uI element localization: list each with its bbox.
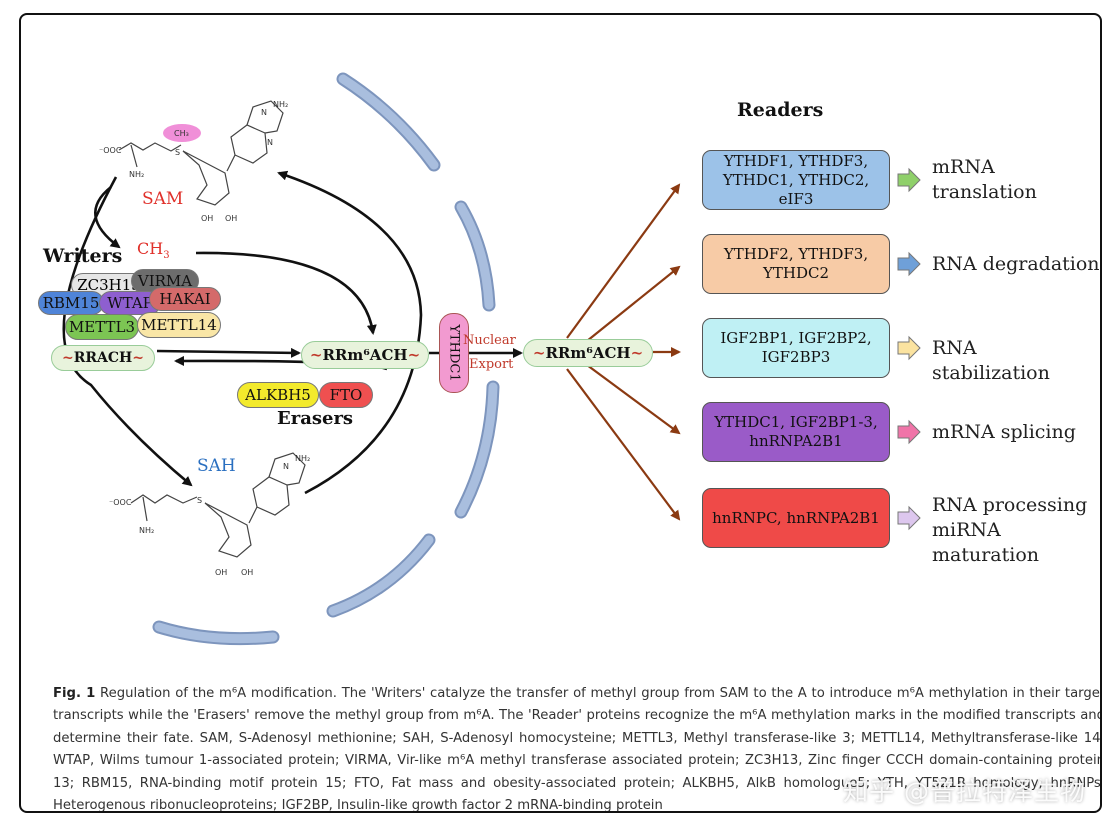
figure-caption: Fig. 1 Regulation of the m⁶A modificatio… <box>53 683 1102 813</box>
ythdc1-vertical-text: YTHDC1 <box>446 324 462 382</box>
svg-text:OH: OH <box>215 568 227 577</box>
svg-text:⁻OOC: ⁻OOC <box>99 146 122 155</box>
reader-arrows <box>566 183 681 521</box>
rrm6ach-left-text: RRm⁶ACH <box>322 346 408 364</box>
rrach-to-rrm6ach-arrow <box>156 347 301 358</box>
reader-protein-line: YTHDC1, IGF2BP1-3, <box>714 413 878 431</box>
outcome-arrows <box>897 167 921 531</box>
reader-box-4: YTHDC1, IGF2BP1-3,hnRNPA2B1 <box>702 402 890 462</box>
watermark: 知乎 @普拉特泽生物 <box>843 777 1086 806</box>
svg-text:OH: OH <box>241 568 253 577</box>
reader-fate-line: translation <box>932 181 1037 203</box>
reader-protein-line: YTHDC2 <box>762 264 830 282</box>
sah-label: SAH <box>197 456 236 476</box>
export-label: Export <box>469 357 514 372</box>
svg-text:NH₂: NH₂ <box>295 454 310 463</box>
svg-text:N: N <box>267 138 273 147</box>
outcome-block-arrow <box>897 419 921 445</box>
reader-proteins: YTHDF1, YTHDF3,YTHDC1, YTHDC2, eIF3 <box>707 152 885 209</box>
outcome-block-arrow <box>897 251 921 277</box>
svg-text:CH₃: CH₃ <box>174 129 189 138</box>
eraser-fto: FTO <box>319 382 373 408</box>
sah-to-sam-arrow <box>277 170 423 495</box>
ch3-subscript: 3 <box>163 250 170 262</box>
reader-protein-line: YTHDC1, YTHDC2, eIF3 <box>722 170 870 208</box>
ch3-label: CH3 <box>137 239 170 261</box>
readers-title: Readers <box>737 99 824 121</box>
svg-text:S: S <box>175 148 180 157</box>
ythdc1-export-pill: YTHDC1 <box>439 313 469 393</box>
reader-box-3: IGF2BP1, IGF2BP2,IGF2BP3 <box>702 318 890 378</box>
reader-box-1: YTHDF1, YTHDF3,YTHDC1, YTHDC2, eIF3 <box>702 150 890 210</box>
rrm6ach-left-label: ~RRm⁶ACH~ <box>301 341 429 369</box>
reader-protein-line: hnRNPA2B1 <box>749 432 843 450</box>
outcome-block-arrow <box>897 335 921 361</box>
reader-fate-line: mRNA <box>932 156 995 178</box>
reader-fate-line: mRNA splicing <box>932 420 1076 443</box>
m6a-diagram: CH₃ ⁻OOC NH₂ S OH OH N NH₂ N ⁻OOC NH₂ S … <box>62 72 921 646</box>
reader-proteins: YTHDF2, YTHDF3,YTHDC2 <box>724 245 868 283</box>
reader-fate-line: RNA stabilization <box>932 336 1050 384</box>
reader-fate-1: mRNA translation <box>932 155 1037 205</box>
reader-fate-line: RNA processing <box>932 494 1088 516</box>
rrach-label: ~RRACH~ <box>51 345 155 371</box>
figure-frame: CH₃ ⁻OOC NH₂ S OH OH N NH₂ N ⁻OOC NH₂ S … <box>19 13 1102 813</box>
reader-proteins: IGF2BP1, IGF2BP2,IGF2BP3 <box>720 329 871 367</box>
svg-text:OH: OH <box>225 214 237 223</box>
svg-text:S: S <box>197 496 202 505</box>
erasers-title: Erasers <box>277 408 354 429</box>
caption-fig-label: Fig. 1 <box>53 686 96 701</box>
ch3-to-rrm6ach-arrow <box>195 251 377 335</box>
svg-text:OH: OH <box>201 214 213 223</box>
svg-text:N: N <box>283 462 289 471</box>
reader-fate-2: RNA degradation <box>932 252 1100 277</box>
writer-mettl14: METTL14 <box>137 312 221 338</box>
rrm6ach-right-label: ~RRm⁶ACH~ <box>523 339 653 367</box>
reader-fate-line: RNA degradation <box>932 252 1100 275</box>
writers-title: Writers <box>43 245 123 267</box>
reader-fate-3: RNA stabilization <box>932 336 1100 386</box>
outcome-block-arrow <box>897 167 921 193</box>
reader-proteins: hnRNPC, hnRNPA2B1 <box>712 509 880 528</box>
ch3-text: CH <box>137 239 164 258</box>
svg-text:NH₂: NH₂ <box>273 100 288 109</box>
rrach-text: RRACH <box>73 350 133 366</box>
sam-molecule: CH₃ ⁻OOC NH₂ S OH OH N NH₂ N <box>99 100 288 223</box>
reader-protein-line: YTHDF1, YTHDF3, <box>723 151 869 170</box>
svg-text:N: N <box>261 108 267 117</box>
sah-molecule: ⁻OOC NH₂ S OH OH N NH₂ <box>109 452 310 577</box>
writer-hakai: HAKAI <box>149 287 221 311</box>
eraser-alkbh5: ALKBH5 <box>237 382 319 408</box>
reader-fate-5: RNA processing miRNA maturation <box>932 493 1100 568</box>
sam-label: SAM <box>142 189 184 209</box>
writer-mettl3: METTL3 <box>65 314 139 340</box>
sam-to-sah-arrow <box>62 176 193 487</box>
reader-protein-line: hnRNPC, hnRNPA2B1 <box>712 508 880 527</box>
svg-text:⁻OOC: ⁻OOC <box>109 498 132 507</box>
nuclear-label: Nuclear <box>463 333 516 348</box>
reader-fate-line: miRNA maturation <box>932 519 1040 566</box>
svg-text:NH₂: NH₂ <box>129 170 144 179</box>
reader-fate-4: mRNA splicing <box>932 420 1076 445</box>
writer-rbm15: RBM15 <box>38 291 104 315</box>
rrm6ach-right-text: RRm⁶ACH <box>545 344 631 362</box>
reader-box-2: YTHDF2, YTHDF3,YTHDC2 <box>702 234 890 294</box>
reader-protein-line: IGF2BP3 <box>761 348 831 366</box>
reader-proteins: YTHDC1, IGF2BP1-3,hnRNPA2B1 <box>714 413 877 451</box>
outcome-block-arrow <box>897 505 921 531</box>
caption-text: Regulation of the m⁶A modification. The … <box>53 686 1102 813</box>
reader-protein-line: IGF2BP1, IGF2BP2, <box>720 329 872 347</box>
reader-box-5: hnRNPC, hnRNPA2B1 <box>702 488 890 548</box>
nuclear-membrane <box>152 72 500 646</box>
svg-text:NH₂: NH₂ <box>139 526 154 535</box>
reader-protein-line: YTHDF2, YTHDF3, <box>723 245 869 263</box>
